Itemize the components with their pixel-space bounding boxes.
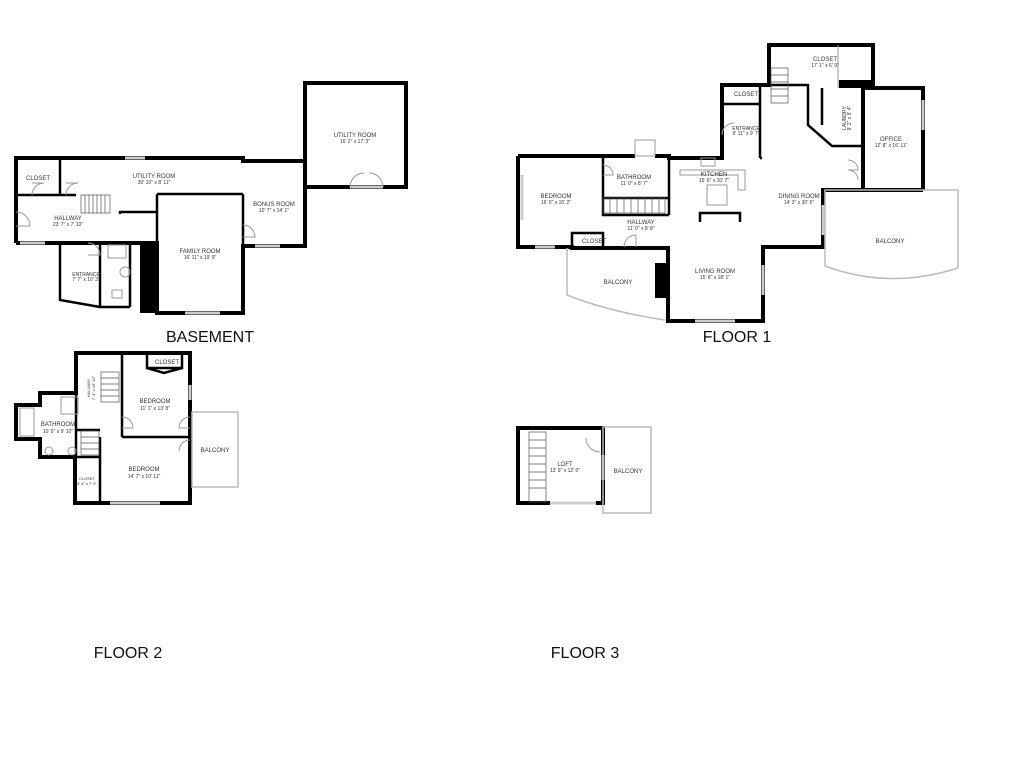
room-label: BEDROOM	[128, 467, 159, 473]
room-dimensions: 14' 7" x 10' 11"	[128, 474, 161, 480]
floor-title: FLOOR 3	[551, 645, 620, 662]
bathtub-icon	[19, 407, 35, 437]
kitchen-sink-icon	[700, 157, 716, 167]
room-label: FAMILY ROOM	[179, 249, 220, 255]
room-label: BALCONY	[201, 448, 230, 454]
bathtub-icon	[107, 244, 127, 259]
sink-icon	[44, 446, 54, 456]
stairs-icon	[528, 431, 547, 503]
room-dimensions: 15' 6" x 10' 7"	[699, 178, 729, 184]
balcony-railing	[191, 411, 239, 488]
room-label: BALCONY	[876, 239, 905, 245]
room-dimensions: 15' 6" x 18' 1"	[700, 275, 730, 281]
bathtub-icon	[634, 139, 656, 157]
room-dimensions: 16' 11" x 19' 9"	[184, 255, 217, 261]
room-label: ENTRANCE	[732, 126, 760, 132]
room-label: UTILITY ROOM	[334, 133, 377, 139]
basement-plan: CLOSET UTILITY ROOM 30' 10" x 8' 11" HAL…	[14, 81, 408, 346]
room-label: HALLWAY	[86, 378, 91, 397]
room-label: CLOSET	[155, 360, 179, 366]
room-label: BATHROOM	[617, 175, 651, 181]
room-label: BALCONY	[614, 469, 643, 475]
room-label: HALLWAY	[54, 216, 82, 222]
room-label: BEDROOM	[139, 399, 170, 405]
floor3-plan: LOFT 13' 9" x 12' 0" BALCONY FLOOR 3	[516, 426, 652, 662]
room-dimensions: 16' 0" x 15' 2"	[541, 200, 571, 206]
room-label: BATHROOM	[41, 422, 75, 428]
room-label: OFFICE	[880, 137, 902, 143]
balcony-railing	[824, 189, 959, 280]
floor2-outer-walls	[14, 351, 192, 505]
shower-icon	[60, 396, 79, 415]
double-door-icon	[349, 172, 384, 188]
floor-title: FLOOR 1	[703, 329, 772, 346]
floor2-plan: BEDROOM 11' 1" x 13' 8" BATHROOM 10' 5" …	[14, 351, 239, 662]
room-label: ENTRANCE	[72, 272, 100, 278]
stairs-icon	[602, 67, 789, 214]
room-dimensions: 7' 7" x 10' 3"	[72, 277, 100, 283]
room-dimensions: 23' 7" x 7' 10"	[53, 222, 83, 228]
room-dimensions: 16' 2" x 17' 3"	[340, 139, 370, 145]
kitchen-counter	[679, 169, 746, 191]
room-label: CLOSET	[813, 57, 837, 63]
room-dimensions: 7' 4" x 16' 10"	[91, 375, 96, 400]
room-dimensions: 11' 0" x 8' 7"	[620, 181, 647, 187]
room-dimensions: 10' 5" x 9' 10"	[43, 429, 73, 435]
balcony-railing	[602, 426, 652, 514]
room-dimensions: 11' 1" x 13' 8"	[140, 406, 170, 412]
toilet-icon	[111, 289, 123, 299]
room-dimensions: 30' 10" x 8' 11"	[138, 180, 171, 186]
room-dimensions: 4' 4" x 7' 9"	[77, 481, 97, 486]
room-label: LAUNDRY	[842, 105, 848, 129]
room-label: HALLWAY	[627, 220, 655, 226]
room-dimensions: 9' 2" x 9' 4"	[847, 105, 853, 130]
loft-walls	[516, 426, 605, 505]
room-label: LIVING ROOM	[695, 269, 735, 275]
room-label: CLOSET	[582, 239, 606, 245]
room-dimensions: 9' 11" x 9' 7"	[732, 131, 759, 137]
room-label: LOFT	[557, 462, 573, 468]
fireplace-icon	[140, 243, 157, 313]
room-dimensions: 12' 8" x 16' 11"	[875, 143, 908, 149]
room-label: BEDROOM	[540, 194, 571, 200]
room-label: CLOSET	[26, 176, 50, 182]
room-dimensions: 13' 9" x 12' 0"	[550, 468, 580, 474]
room-dimensions: 17' 1" x 6' 9"	[811, 63, 839, 69]
stairs-icon	[80, 371, 120, 456]
balcony-railing	[566, 248, 666, 321]
room-dimensions: 14' 3" x 30' 5"	[784, 200, 814, 206]
room-label: DINING ROOM	[778, 194, 819, 200]
room-label: KITCHEN	[701, 172, 727, 178]
sink-icon	[67, 446, 77, 456]
room-label: BONUS ROOM	[253, 202, 295, 208]
room-dimensions: 10' 7" x 14' 1"	[259, 208, 289, 214]
room-label: BALCONY	[604, 280, 633, 286]
kitchen-island-icon	[706, 184, 728, 206]
room-label: UTILITY ROOM	[133, 174, 176, 180]
room-dimensions: 11' 0" x 8' 8"	[627, 226, 654, 232]
floor1-plan: BEDROOM 16' 0" x 15' 2" BATHROOM 11' 0" …	[516, 43, 959, 346]
room-label: CLOSET	[79, 476, 96, 481]
fireplace-icon	[655, 263, 668, 298]
door-icon	[15, 211, 31, 227]
room-label: CLOSET	[734, 92, 758, 98]
sink-icon	[119, 266, 131, 278]
floor-title: FLOOR 2	[94, 645, 163, 662]
floor-title: BASEMENT	[166, 329, 254, 346]
stairs-icon	[80, 194, 111, 214]
